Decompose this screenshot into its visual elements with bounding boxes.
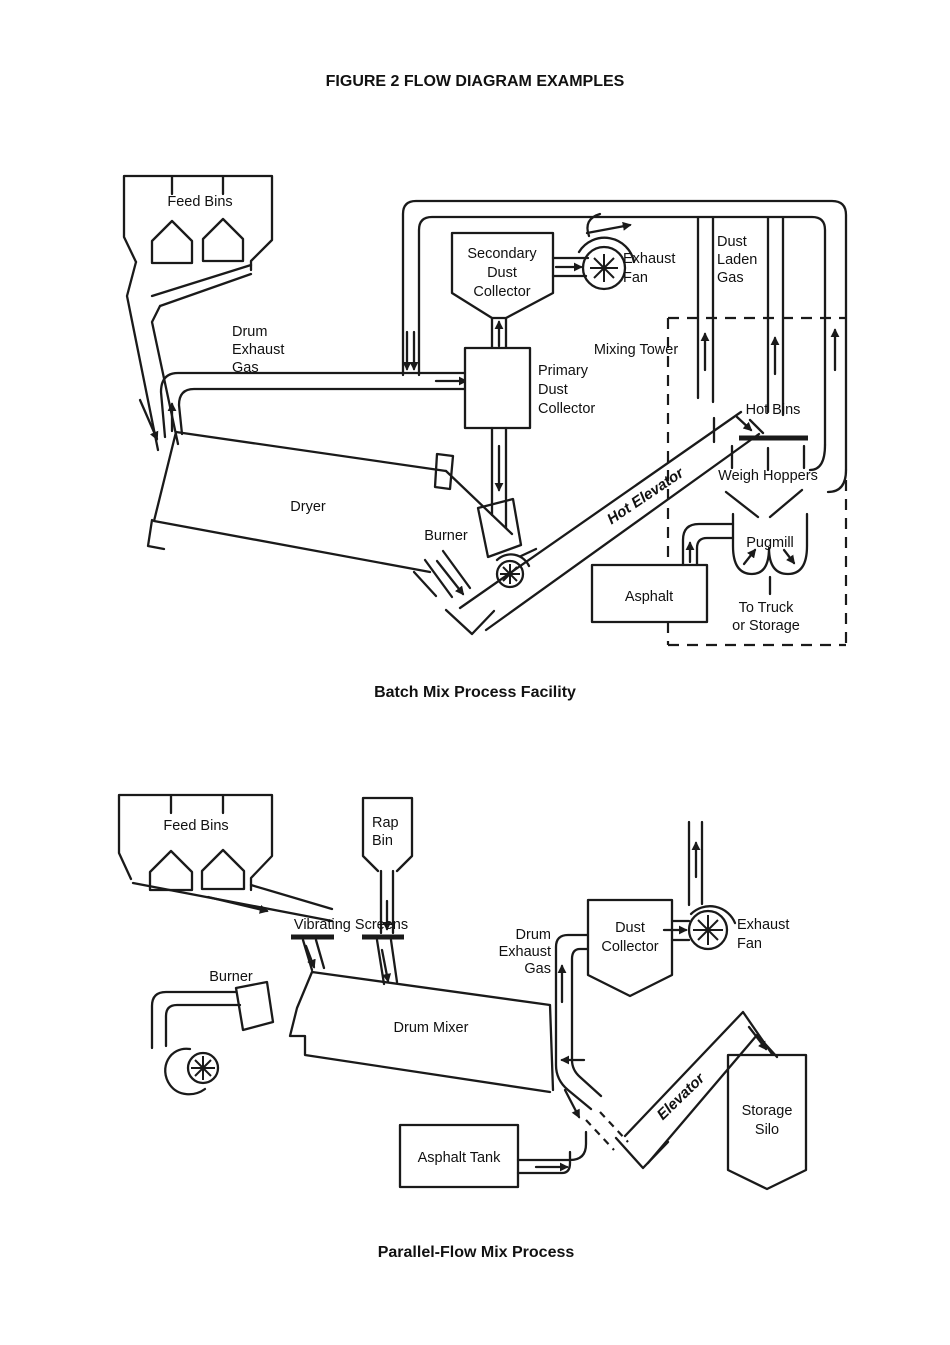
label-hot-elevator: Hot Elevator xyxy=(604,464,688,528)
figure-title: FIGURE 2 FLOW DIAGRAM EXAMPLES xyxy=(326,73,625,90)
pugmill-paddle-arrow xyxy=(782,548,796,565)
conveyor-arrow xyxy=(206,895,269,914)
asphalt-box xyxy=(590,563,709,624)
asphalt-pipe xyxy=(681,522,735,567)
label-exhaust-fan: Fan xyxy=(623,270,648,286)
label-feed-bins: Feed Bins xyxy=(167,194,232,210)
label-hot-bins: Hot Bins xyxy=(746,402,801,418)
label-storage-silo: Silo xyxy=(755,1122,779,1138)
dryer-discharge-chute xyxy=(412,549,496,636)
label-primary-collector: Primary xyxy=(538,363,589,379)
label-mixing-tower: Mixing Tower xyxy=(594,342,679,358)
label-exhaust-fan: Exhaust xyxy=(623,251,675,267)
label-primary-collector: Collector xyxy=(538,401,595,417)
label-asphalt-tank: Asphalt Tank xyxy=(418,1150,502,1166)
pugmill-paddle-arrow xyxy=(742,548,757,566)
label-dust-laden-gas: Laden xyxy=(717,252,757,268)
hot-elevator-lines xyxy=(458,410,761,632)
burner-pipe xyxy=(150,990,242,1050)
feed-bins-funnels xyxy=(148,848,246,892)
label-dust-collector: Collector xyxy=(601,939,658,955)
burner-fan-icon xyxy=(164,1047,220,1096)
feed-chute xyxy=(125,260,253,452)
dryer-burner-housing xyxy=(444,469,514,536)
elevator-lines xyxy=(623,1010,779,1165)
riser-legs xyxy=(696,216,785,417)
hidden-pipe-dashes xyxy=(585,1111,629,1151)
label-drum-exhaust-gas: Drum xyxy=(516,927,551,943)
label-drum-exhaust-gas: Exhaust xyxy=(499,944,551,960)
drum-mixer-body xyxy=(288,970,555,1094)
label-pugmill: Pugmill xyxy=(746,535,794,551)
housing-down-arrow xyxy=(563,1088,581,1119)
rap-bin xyxy=(361,796,414,935)
hot-bins-pointer xyxy=(748,418,765,435)
label-rap-bin: Bin xyxy=(372,833,393,849)
label-secondary-collector: Dust xyxy=(487,265,517,281)
primary-dust-collector xyxy=(463,346,532,430)
asphalt-tank xyxy=(398,1123,520,1189)
feed-bins-outline xyxy=(122,174,274,272)
label-secondary-collector: Secondary xyxy=(467,246,537,262)
label-drum-exhaust-gas: Gas xyxy=(232,360,259,376)
label-burner: Burner xyxy=(209,969,253,985)
elevator-top-arrow xyxy=(747,1025,768,1051)
hot-bins-internals xyxy=(712,416,848,494)
label-asphalt: Asphalt xyxy=(625,589,673,605)
label-vibrating-screens: Vibrating Screens xyxy=(294,917,408,933)
label-to-truck: To Truck xyxy=(739,600,795,616)
storage-silo xyxy=(726,1053,808,1191)
drum-exhaust-duct xyxy=(159,371,467,439)
label-dust-laden-gas: Dust xyxy=(717,234,747,250)
screen-chutes xyxy=(301,938,399,986)
label-rap-bin: Rap xyxy=(372,815,399,831)
label-to-truck: or Storage xyxy=(732,618,800,634)
feed-chute-arrow xyxy=(138,398,159,441)
primary-drop-duct xyxy=(490,426,508,530)
feed-bins-outline xyxy=(117,793,274,892)
feed-bins-funnels xyxy=(150,217,245,265)
label-drum-exhaust-gas: Gas xyxy=(524,961,551,977)
label-storage-silo: Storage xyxy=(742,1103,793,1119)
parallel-caption: Parallel-Flow Mix Process xyxy=(378,1244,575,1261)
label-drum-exhaust-gas: Exhaust xyxy=(232,342,284,358)
overhead-duct-loop xyxy=(401,199,848,472)
elevator-top-arrow xyxy=(735,415,753,432)
label-drum-mixer: Drum Mixer xyxy=(394,1020,469,1036)
pugmill-shape xyxy=(731,512,809,576)
label-secondary-collector: Collector xyxy=(473,284,530,300)
screen-chute-arrow xyxy=(304,944,316,969)
label-dryer: Dryer xyxy=(290,499,326,515)
label-weigh-hoppers: Weigh Hoppers xyxy=(718,468,818,484)
screen-chute-arrow xyxy=(380,948,392,983)
burner-cone xyxy=(234,980,275,1032)
parallel-diagram: Feed Bins Rap Bin Vibrating Screens Drum… xyxy=(117,793,808,1261)
label-primary-collector: Dust xyxy=(538,382,568,398)
exhaust-fan-icon xyxy=(551,212,636,291)
label-drum-exhaust-gas: Drum xyxy=(232,324,267,340)
dust-collector xyxy=(586,898,674,998)
elevator-boot xyxy=(614,1136,670,1170)
secondary-chute xyxy=(490,316,508,350)
exhaust-fan-icon xyxy=(662,820,737,951)
label-dust-laden-gas: Gas xyxy=(717,270,744,286)
batch-diagram: Dryer Drum Exhaust Gas Dust Laden Gas Mi… xyxy=(122,174,848,701)
discharge-arrow xyxy=(435,559,465,596)
label-exhaust-fan: Fan xyxy=(737,936,762,952)
label-exhaust-fan: Exhaust xyxy=(737,917,789,933)
batch-caption: Batch Mix Process Facility xyxy=(374,684,576,701)
weigh-hopper-funnel xyxy=(724,488,804,519)
label-burner: Burner xyxy=(424,528,468,544)
label-dust-collector: Dust xyxy=(615,920,645,936)
label-feed-bins: Feed Bins xyxy=(163,818,228,834)
burner-cone xyxy=(476,497,523,559)
dryer-body xyxy=(146,430,455,574)
